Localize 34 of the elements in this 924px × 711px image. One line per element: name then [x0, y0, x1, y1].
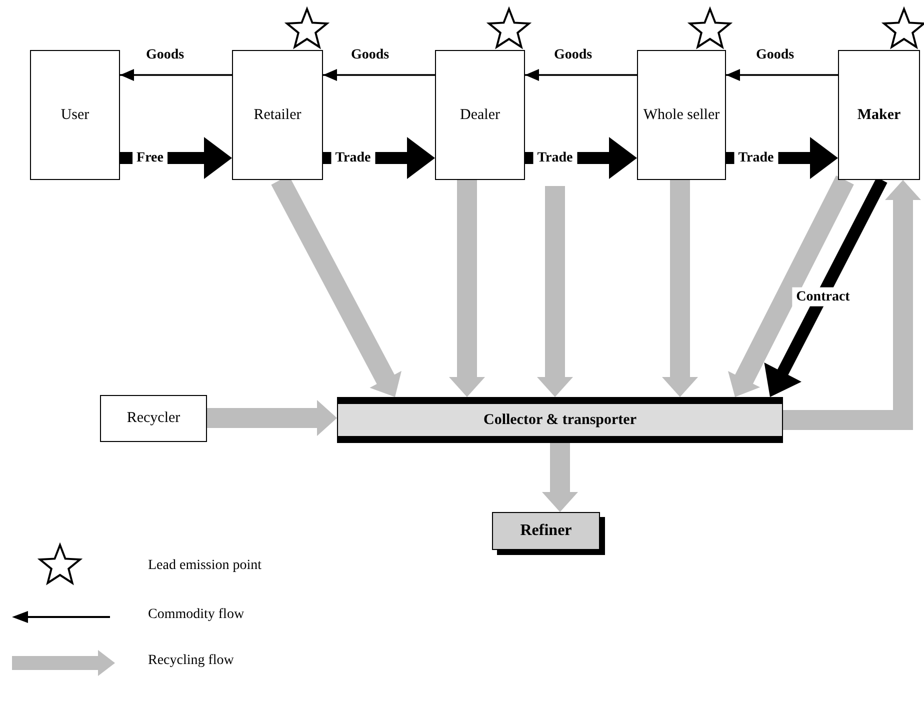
process-box	[30, 50, 120, 180]
node-label: Whole seller	[642, 106, 721, 124]
legend-label: Recycling flow	[148, 653, 234, 669]
arrow	[726, 69, 838, 81]
node-label: Dealer	[459, 106, 501, 124]
edge-label: Goods	[350, 46, 390, 64]
edge-label: Goods	[144, 46, 186, 64]
node-label: User	[60, 106, 90, 124]
arrow	[323, 69, 435, 81]
process-box	[435, 50, 525, 180]
block-arrow	[764, 177, 888, 397]
legend-label: Lead emission point	[148, 558, 262, 574]
legend-label: Commodity flow	[148, 607, 244, 623]
arrow	[120, 69, 232, 81]
process-box	[232, 50, 323, 180]
recycling-flow-arrow	[449, 180, 485, 397]
recycling-flow-arrow	[783, 180, 921, 430]
node-label: Collector & transporter	[482, 410, 638, 430]
recycling-flow-arrow	[537, 186, 573, 397]
node-label: Retailer	[252, 106, 302, 124]
process-box	[637, 50, 726, 180]
recycling-flow-arrow	[207, 400, 337, 436]
edge-label: Goods	[754, 46, 796, 64]
edge-label: Goods	[552, 46, 594, 64]
recycling-flow-arrow	[542, 443, 578, 512]
node-label: Recycler	[126, 409, 182, 428]
collector-band	[337, 397, 783, 443]
node-label: Refiner	[519, 521, 573, 541]
process-box	[838, 50, 920, 180]
recycling-flow-arrow	[662, 180, 698, 397]
node-label: Maker	[856, 106, 902, 124]
recycling-flow-arrow	[728, 176, 854, 397]
process-box	[100, 395, 207, 442]
arrow	[525, 69, 637, 81]
